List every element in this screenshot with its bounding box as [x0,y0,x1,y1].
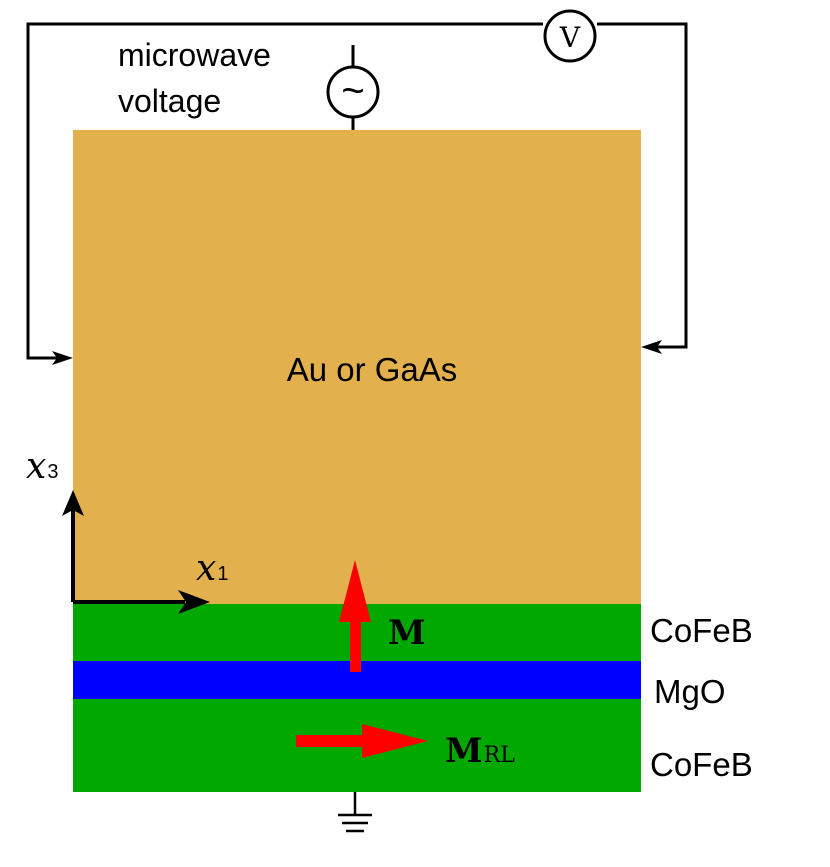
free-magnetization-arrow [339,560,371,672]
reference-magnetization-label: MRL [445,731,515,771]
reference-layer-label: CoFeB [650,746,753,783]
ac-symbol: ~ [341,69,364,113]
free-layer-label: CoFeB [650,612,753,649]
source-label-line1: microwave [118,37,271,73]
microwave-source [326,65,380,119]
ground-icon [338,792,372,833]
free-magnetization-label: M [388,613,426,653]
right-contact-arrow [641,340,662,354]
source-label-line2: voltage [118,83,221,119]
reference-magnetization-arrow [296,724,428,758]
x1-axis-label: x1 [196,548,228,589]
barrier-label: MgO [654,673,726,710]
coordinate-axes [62,490,210,614]
circuit-wire-right [597,22,688,349]
top-layer-label: Au or GaAs [287,351,458,388]
left-contact-arrow [28,351,73,365]
voltmeter-label: V [559,21,581,54]
top-layer [73,130,641,604]
voltmeter [543,9,597,63]
x3-axis-label: x3 [26,446,58,487]
